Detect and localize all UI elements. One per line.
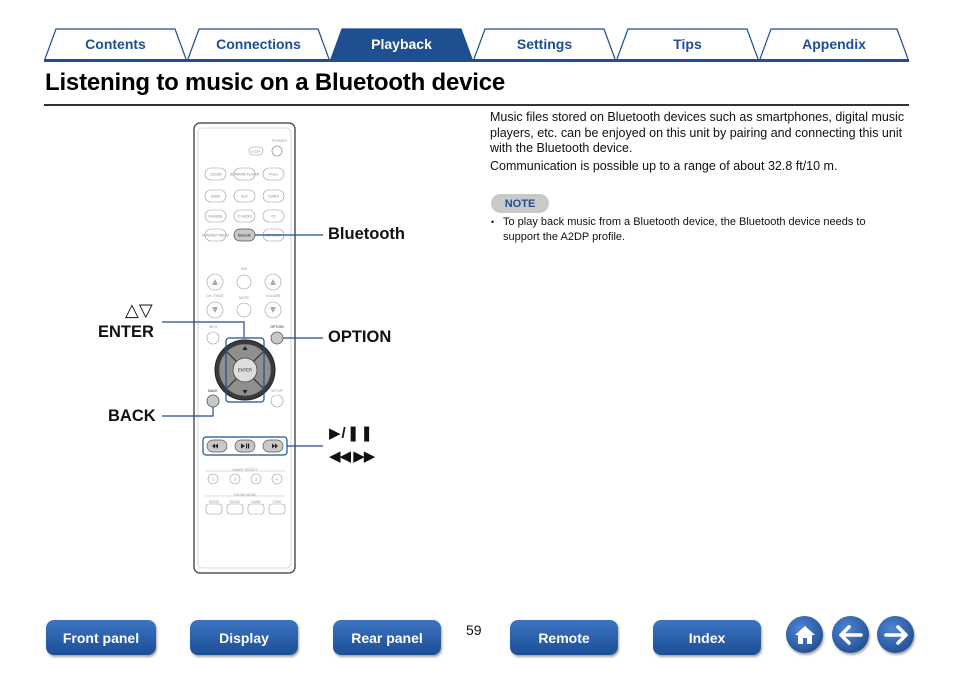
svg-text:SMART SELECT: SMART SELECT [232,468,257,472]
callout-back: BACK [108,407,156,425]
remote-option-button [270,331,284,345]
title-rule [44,104,909,106]
bullet: • [491,217,495,227]
callout-option: OPTION [328,328,392,346]
tab-label: Settings [516,35,573,52]
svg-text:AUX: AUX [241,195,248,199]
remote-power-label: POWER [272,138,287,143]
note-item: • To play back music from a Bluetooth de… [491,215,901,244]
tab-shape [187,28,330,59]
svg-text:INFO: INFO [209,325,218,329]
home-button[interactable] [786,616,823,653]
front-panel-button[interactable]: Front panel [46,620,156,655]
tab-shape [616,28,759,59]
svg-text:TUNER: TUNER [268,195,280,199]
svg-text:MOVIE: MOVIE [209,500,219,504]
tab-appendix[interactable]: Appendix [759,28,909,59]
paragraph: Communication is possible up to a range … [490,158,838,173]
remote-illustration: POWER SLEEP CD/USB NETWORK PLAYER Phono GA… [162,122,323,574]
remote-back-button [206,394,220,408]
arrow-right-icon [883,624,908,645]
tab-shape [330,28,473,59]
callout-bluetooth: Bluetooth [328,225,405,243]
note-text: To play back music from a Bluetooth devi… [503,216,866,243]
page-number: 59 [466,622,482,638]
svg-text:3: 3 [255,477,258,482]
body-text: Music files stored on Bluetooth devices … [490,110,910,176]
svg-text:SOUND MODE: SOUND MODE [234,493,258,497]
remote-button[interactable]: Remote [510,620,618,655]
callout-enter: ENTER [98,323,154,341]
tab-label: Contents [85,35,146,52]
svg-text:iPod/USB: iPod/USB [209,215,223,219]
tab-connections[interactable]: Connections [187,28,330,59]
tab-underline [44,59,909,62]
tab-contents[interactable]: Contents [44,28,187,59]
tab-settings[interactable]: Settings [473,28,616,59]
index-button[interactable]: Index [653,620,761,655]
tab-shape [759,28,909,59]
svg-text:CH / PAGE: CH / PAGE [206,294,224,298]
svg-text:BACK: BACK [208,389,218,393]
page-title: Listening to music on a Bluetooth device [45,69,506,96]
svg-text:OPTION: OPTION [270,325,284,329]
svg-text:INTERNET RADIO: INTERNET RADIO [202,234,229,238]
sleep-button [248,146,264,156]
sleep-label: SLEEP [251,150,261,154]
svg-text:PURE: PURE [273,500,282,504]
svg-text:Bluetooth: Bluetooth [238,234,252,238]
svg-text:MUSIC: MUSIC [230,500,241,504]
callout-up-down: △▽ [125,300,153,320]
svg-text:VOLUME: VOLUME [266,294,281,298]
tab-shape [44,28,187,59]
svg-text:Phono: Phono [269,173,278,177]
arrow-left-icon [838,624,863,645]
tab-label: Appendix [802,35,866,52]
svg-text:2: 2 [234,477,237,482]
svg-text:TV AUDIO: TV AUDIO [237,215,252,219]
svg-text:NETWORK PLAYER: NETWORK PLAYER [230,173,260,177]
svg-text:1: 1 [212,477,215,482]
svg-text:GAME: GAME [251,500,260,504]
home-icon [794,625,815,644]
remote-enter-label: ENTER [238,368,252,373]
remote-enter-button [232,357,258,383]
enter-highlight [225,337,265,403]
svg-text:CD/USB: CD/USB [209,173,221,177]
note-badge: NOTE [491,194,549,213]
svg-text:4: 4 [276,477,279,482]
tab-label: Connections [216,35,301,52]
tab-label: Tips [673,35,702,52]
tab-playback[interactable]: Playback [330,28,473,59]
svg-text:GAME: GAME [211,195,220,199]
back-nav-button[interactable] [832,616,869,653]
svg-text:DIM: DIM [241,267,248,271]
svg-text:SETUP: SETUP [271,389,283,393]
callout-skip: ◀◀ ▶▶ [329,448,375,465]
display-button[interactable]: Display [190,620,298,655]
callout-play-pause: ▶/❚❚ [329,425,374,442]
forward-nav-button[interactable] [877,616,914,653]
svg-text:CD: CD [271,215,276,219]
power-button [271,145,283,157]
tab-tips[interactable]: Tips [616,28,759,59]
tab-label: Playback [371,35,432,52]
tab-shape [473,28,616,59]
paragraph: Music files stored on Bluetooth devices … [490,110,905,155]
svg-text:MUTE: MUTE [239,296,250,300]
tab-bar: Contents Connections Playback Settings T… [0,0,954,62]
rear-panel-button[interactable]: Rear panel [333,620,441,655]
